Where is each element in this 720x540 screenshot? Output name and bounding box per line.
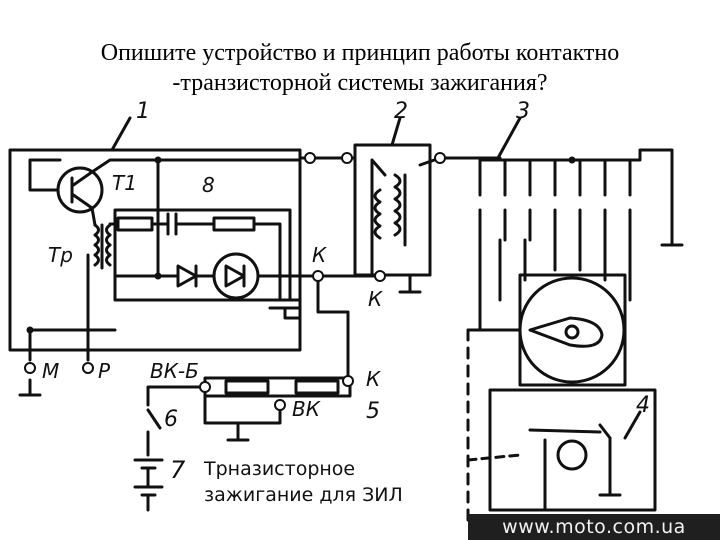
caption-line-1: Трназисторное [203,458,355,480]
label-6: 6 [164,407,178,432]
resistor-vkb [224,379,270,395]
mp-wires [18,253,117,397]
distributor-rotor [528,316,604,348]
label-5: 5 [366,399,380,424]
label-1: 1 [136,99,150,124]
label-k-coil: К [368,287,383,311]
watermark: www.moto.com.ua [468,514,720,540]
pulse-transformer [93,223,112,270]
capacitor-c1 [150,212,216,236]
label-k-block5: К [366,367,381,391]
label-7: 7 [170,456,186,484]
t1-leftwire [28,158,62,192]
breaker-frame [488,388,657,512]
resistor-r1 [116,216,154,232]
spark-leads-lower [478,208,684,247]
title-line-1: Опишите устройство и принцип работы конт… [100,40,620,66]
resistor-vk [294,379,340,395]
switch-block-frame [8,148,302,352]
resistor-r2 [212,216,256,232]
distributor-cap [518,276,626,384]
label-8: 8 [202,173,215,197]
battery [133,458,164,512]
label-r: Р [98,359,111,383]
title-line-2: -транзисторной системы зажигания? [172,70,548,96]
transistor-leads [70,158,302,227]
zener-vd2 [212,252,260,300]
label-tr: Тр [48,243,73,267]
label-vkb: ВК-Б [150,359,199,383]
spark-leads [478,148,674,247]
breaker-cam [556,439,588,471]
label-t1: T1 [112,171,137,195]
k-wires [316,274,380,380]
caption-line-2: зажигание для ЗИЛ [204,484,403,506]
label-m: М [42,359,59,383]
label-vk: ВК [292,397,321,421]
coil-windings [370,158,407,278]
transistor-t1 [56,166,104,214]
label-k-top: К [312,243,327,267]
capacitor-c2 [268,298,302,320]
leader-lines [110,116,642,440]
label-2: 2 [394,99,408,124]
label-3: 3 [516,99,530,124]
ignition-switch [146,408,162,457]
breaker-contacts [528,423,622,512]
distributor-wires [478,238,632,332]
label-4: 4 [636,393,650,418]
slide-title: Опишите устройство и принцип работы конт… [0,38,720,98]
